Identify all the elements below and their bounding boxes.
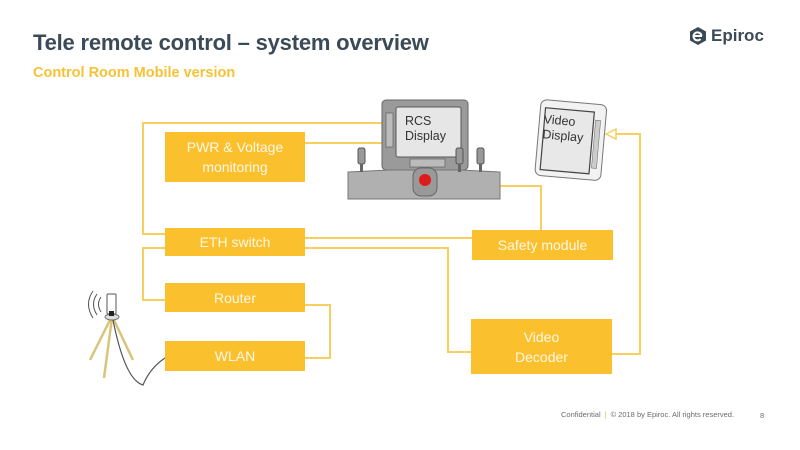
line-safety-to-console (500, 185, 542, 230)
page-number: 8 (760, 411, 765, 420)
epiroc-logo: Epiroc (688, 26, 764, 46)
video-display-icon (534, 99, 608, 181)
safety-module-label: Safety module (497, 237, 588, 253)
rcs-display-label: RCS Display (405, 114, 446, 143)
video-decoder-label: Video Decoder (515, 328, 568, 365)
wlan-box: WLAN (165, 341, 305, 371)
safety-module-box: Safety module (472, 230, 613, 260)
antenna-tripod-icon (88, 290, 166, 386)
wlan-label: WLAN (214, 348, 256, 364)
footer-copyright: © 2018 by Epiroc. All rights reserved. (610, 410, 735, 419)
eth-switch-label: ETH switch (199, 234, 271, 250)
line-decoder-to-video (612, 133, 641, 355)
line-eth-to-router (142, 247, 165, 301)
page-subtitle: Control Room Mobile version (33, 65, 236, 81)
logo-text: Epiroc (711, 26, 764, 45)
pwr-voltage-monitoring-label: PWR & Voltage monitoring (186, 139, 284, 175)
eth-switch-box: ETH switch (165, 228, 305, 256)
line-eth-to-decoder (305, 247, 472, 353)
line-eth-to-rcs (142, 122, 383, 235)
router-label: Router (213, 289, 257, 306)
footer-separator: | (604, 410, 607, 419)
rcs-console-icon (347, 99, 501, 200)
footer-confidential: Confidential (561, 410, 601, 419)
epiroc-logo-icon (690, 27, 706, 45)
router-box: Router (165, 283, 305, 312)
arrow-head-icon (604, 127, 617, 141)
footer: Confidential | © 2018 by Epiroc. All rig… (561, 410, 734, 419)
pwr-voltage-monitoring-box: PWR & Voltage monitoring (165, 132, 305, 182)
line-router-to-wlan (305, 304, 331, 359)
page-title: Tele remote control – system overview (33, 30, 429, 55)
video-display-label: Video Display (541, 112, 584, 145)
video-decoder-box: Video Decoder (471, 319, 612, 374)
